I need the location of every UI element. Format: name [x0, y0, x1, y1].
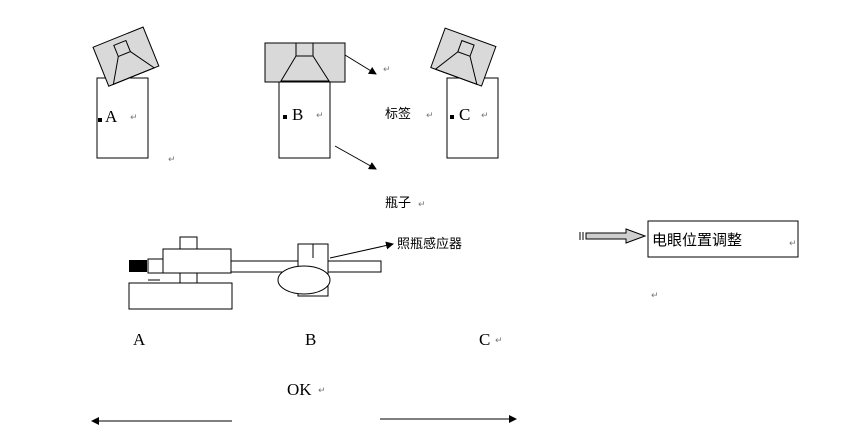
- bottle-text-return: ↵: [418, 200, 426, 210]
- bottle-b-letter: B: [292, 105, 303, 124]
- bottle-c-letter: C: [459, 105, 470, 124]
- return-mark: ↵: [168, 155, 176, 165]
- bottle-c-body: [446, 77, 499, 159]
- bottle-a-marker: [98, 118, 102, 122]
- carriage-body: [162, 248, 232, 274]
- sensor-arrow: [329, 241, 394, 259]
- base-block: [128, 282, 233, 310]
- ok-return: ↵: [318, 386, 326, 396]
- sensor-text: 照瓶感应器: [397, 236, 462, 252]
- eye-adjust-text: 电眼位置调整: [652, 231, 742, 249]
- sensor-lens: [277, 265, 331, 295]
- bottle-c-label: [430, 27, 497, 87]
- eye-adjust-group: 电眼位置调整 ↵ ↵: [579, 220, 799, 301]
- bottle-c-return: ↵: [481, 111, 489, 121]
- bottle-c: C ↵: [430, 27, 499, 159]
- sensor-mechanism: [128, 236, 382, 310]
- label-arrow: [344, 54, 377, 75]
- position-c-label: C: [479, 330, 490, 349]
- bottle-b-body: [278, 77, 331, 159]
- bottle-c-marker: [450, 115, 454, 119]
- label-tag-text: 标签: [385, 106, 411, 122]
- eye-adjust-below-return: ↵: [651, 291, 659, 301]
- motor-end: [147, 258, 164, 274]
- bottle-a-body: [96, 77, 149, 159]
- bottle-text: 瓶子: [385, 196, 411, 211]
- bottle-b-marker: [283, 115, 287, 119]
- bottle-b-label: [264, 42, 346, 83]
- ok-label: OK: [287, 380, 312, 399]
- bottle-a: A ↵ ↵: [92, 26, 176, 165]
- carriage-bottom: [179, 272, 198, 284]
- position-b-label: B: [305, 330, 316, 349]
- label-tag-return: ↵: [426, 111, 434, 121]
- bottle-b-return: ↵: [316, 111, 324, 121]
- carriage-top: [179, 236, 198, 250]
- motor-cap: [129, 260, 147, 272]
- hollow-arrow-icon: [585, 228, 647, 244]
- bottle-a-letter: A: [105, 107, 118, 126]
- bottle-arrow: [334, 145, 377, 170]
- bottle-b: B ↵: [264, 42, 346, 159]
- bottle-a-label: [92, 26, 160, 87]
- eye-adjust-box: [647, 220, 799, 258]
- label-arrow-return: ↵: [383, 65, 391, 75]
- position-a-label: A: [133, 330, 146, 349]
- bottle-a-return: ↵: [130, 113, 138, 123]
- eye-adjust-return: ↵: [789, 239, 797, 249]
- position-c-return: ↵: [495, 336, 503, 346]
